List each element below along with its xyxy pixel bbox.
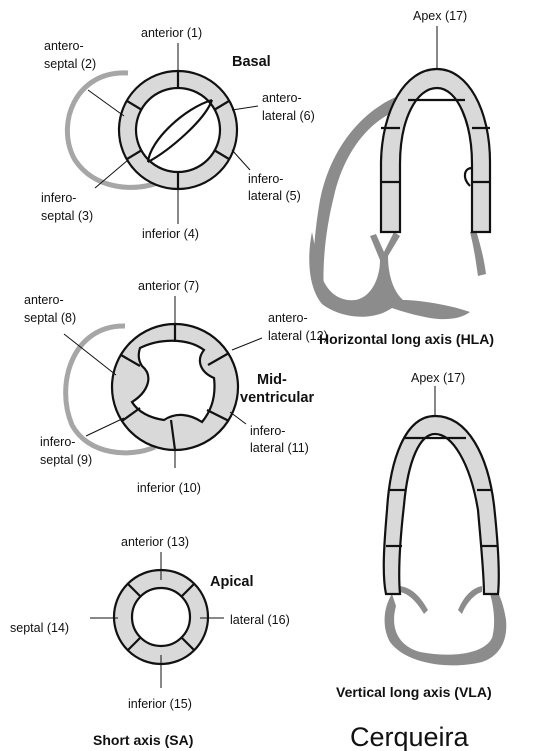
- basal-inferoseptal-label: infero- septal (3): [41, 191, 93, 223]
- apical-septal-label: septal (14): [10, 621, 69, 635]
- basal-anterior-label: anterior (1): [141, 26, 202, 40]
- apical-anterior-label: anterior (13): [121, 535, 189, 549]
- basal-ring: [119, 71, 237, 189]
- apical-heading: Apical: [210, 574, 254, 590]
- hla-lateral-base: [470, 230, 486, 276]
- hla-base-walls: [309, 232, 470, 319]
- apical-segment-dividers: [128, 584, 194, 650]
- vla-title: Vertical long axis (VLA): [336, 684, 492, 700]
- short-axis-title: Short axis (SA): [93, 732, 193, 748]
- vla-apex-label: Apex (17): [411, 371, 465, 385]
- hla-group: Apex (17) Horizontal long axis (HLA): [309, 9, 494, 347]
- vla-base-wall: [385, 588, 507, 665]
- mid-anteroseptal-label: antero- septal (8): [24, 293, 76, 325]
- vla-group: Apex (17) Vertical long axis (VLA): [336, 371, 506, 700]
- mid-ring: [112, 324, 238, 450]
- apical-inferior-label: inferior (15): [128, 697, 192, 711]
- hla-title: Horizontal long axis (HLA): [319, 331, 494, 347]
- mid-heading: Mid- ventricular: [240, 372, 314, 406]
- basal-anteroseptal-label: antero- septal (2): [44, 39, 96, 71]
- mid-inferolateral-label: infero- lateral (11): [250, 424, 309, 455]
- mid-anterior-label: anterior (7): [138, 279, 199, 293]
- credit-text: Cerqueira: [350, 722, 470, 751]
- apical-lateral-label: lateral (16): [230, 613, 290, 627]
- mid-inferior-label: inferior (10): [137, 481, 201, 495]
- hla-lv-wall: [381, 69, 490, 232]
- mid-ring-group: Mid- ventricular anterior (7) antero- se…: [24, 279, 328, 495]
- basal-ring-group: Basal anterior (1) antero- septal (2) in…: [41, 26, 315, 241]
- basal-mitral-valve-2: [148, 100, 212, 162]
- basal-heading: Basal: [232, 54, 271, 70]
- basal-anterolateral-label: antero- lateral (6): [262, 91, 315, 123]
- vla-lv-wall: [384, 416, 499, 594]
- hla-apex-label: Apex (17): [413, 9, 467, 23]
- basal-mitral-valve: [148, 100, 212, 162]
- vla-leaflet-right: [458, 586, 482, 614]
- basal-inferolateral-label: infero- lateral (5): [248, 172, 301, 203]
- basal-inferior-label: inferior (4): [142, 227, 199, 241]
- vla-leaflet-left: [400, 586, 428, 614]
- apical-ring-group: Apical anterior (13) septal (14) inferio…: [10, 535, 290, 748]
